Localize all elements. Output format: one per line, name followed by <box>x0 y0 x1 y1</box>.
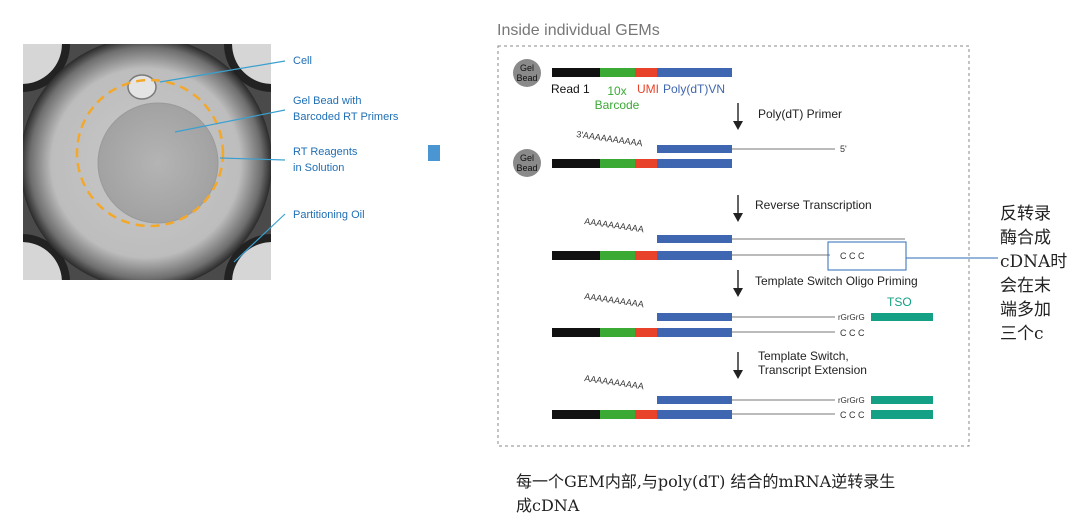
ccc-5: C C C <box>840 410 865 420</box>
label-gel-bead-1: Gel Bead with <box>293 95 361 107</box>
panel-frame <box>497 45 970 447</box>
step-arrow-icon <box>733 270 743 297</box>
gel-bead-1: Gel Bead <box>513 59 541 87</box>
primer-2 <box>552 159 732 168</box>
svg-text:Gel: Gel <box>520 153 534 163</box>
rgrgrg-5: rGrGrG <box>838 396 865 405</box>
tso-bar-5 <box>871 396 933 404</box>
label-barcode-1: 10x <box>607 84 626 98</box>
cdna-4 <box>552 328 835 337</box>
step-polydt-primer: Poly(dT) Primer <box>758 107 842 121</box>
micrograph-panel: Cell Gel Bead with Barcoded RT Primers R… <box>23 44 440 280</box>
caption-line: 成cDNA <box>516 496 580 515</box>
cell-image <box>127 74 157 100</box>
tso-label: TSO <box>887 295 912 309</box>
annotation-line: 端多加 <box>1000 300 1051 320</box>
gem-diagram: Inside individual GEMs Gel Bead Read 1 1… <box>497 22 998 447</box>
ccc-4: C C C <box>840 328 865 338</box>
annotation-line: cDNA时 <box>1000 252 1068 272</box>
caption-line: 每一个GEM内部,与poly(dT) 结合的mRNA逆转录生 <box>516 472 896 491</box>
step-tso-priming: Template Switch Oligo Priming <box>755 274 918 288</box>
rgrgrg-4: rGrGrG <box>838 313 865 322</box>
step-arrow-icon <box>733 103 743 130</box>
annotation-line: 会在末 <box>1000 276 1051 296</box>
label-5prime: 5' <box>840 144 847 154</box>
tso-bar-4 <box>871 313 933 321</box>
panel-title: Inside individual GEMs <box>497 22 660 39</box>
svg-text:Bead: Bead <box>516 163 537 173</box>
label-rt-2: in Solution <box>293 162 344 174</box>
label-barcode-2: Barcode <box>595 98 640 112</box>
annotation-text: 反转录 酶合成 cDNA时 会在末 端多加 三个c <box>1000 202 1072 346</box>
label-gel-bead-2: Barcoded RT Primers <box>293 111 399 123</box>
ccc-3: C C C <box>840 251 865 261</box>
reagent-ring <box>75 78 225 228</box>
tso-extension-5 <box>871 410 933 419</box>
cdna-5 <box>552 410 835 419</box>
right-arrow-icon <box>428 145 440 161</box>
gel-bead-2: Gel Bead <box>513 149 541 177</box>
step-arrow-icon <box>733 352 743 379</box>
mrna-polyt-3 <box>657 235 732 243</box>
annotation-line: 酶合成 <box>1000 228 1051 248</box>
label-cell: Cell <box>293 55 312 67</box>
annotation-line: 三个c <box>1000 324 1044 344</box>
label-read1: Read 1 <box>551 82 590 96</box>
mrna-polyt-5 <box>657 396 732 404</box>
svg-text:Gel: Gel <box>520 63 534 73</box>
caption: 每一个GEM内部,与poly(dT) 结合的mRNA逆转录生 成cDNA <box>516 470 986 518</box>
label-oil: Partitioning Oil <box>293 209 365 221</box>
mrna-polyt-4 <box>657 313 732 321</box>
svg-text:Bead: Bead <box>516 73 537 83</box>
step-template-switch-1: Template Switch, <box>758 349 849 363</box>
polya-4: AAAAAAAAAA <box>584 291 645 309</box>
primer-1 <box>552 68 732 77</box>
polya-3: AAAAAAAAAA <box>584 216 645 234</box>
mrna-polyt-2 <box>657 145 732 153</box>
polya-3prime: 3'AAAAAAAAAA <box>576 129 644 148</box>
cdna-3 <box>552 251 830 260</box>
step-reverse-transcription: Reverse Transcription <box>755 198 872 212</box>
step-template-switch-2: Transcript Extension <box>758 363 867 377</box>
step-arrow-icon <box>733 195 743 222</box>
polya-5: AAAAAAAAAA <box>584 373 645 391</box>
annotation-line: 反转录 <box>1000 204 1051 224</box>
label-rt-1: RT Reagents <box>293 146 358 158</box>
ccc-highlight-box <box>827 241 907 271</box>
callout-lines <box>159 60 286 263</box>
label-umi: UMI <box>637 82 659 96</box>
label-polydt: Poly(dT)VN <box>663 82 725 96</box>
gel-bead-image <box>97 102 219 224</box>
